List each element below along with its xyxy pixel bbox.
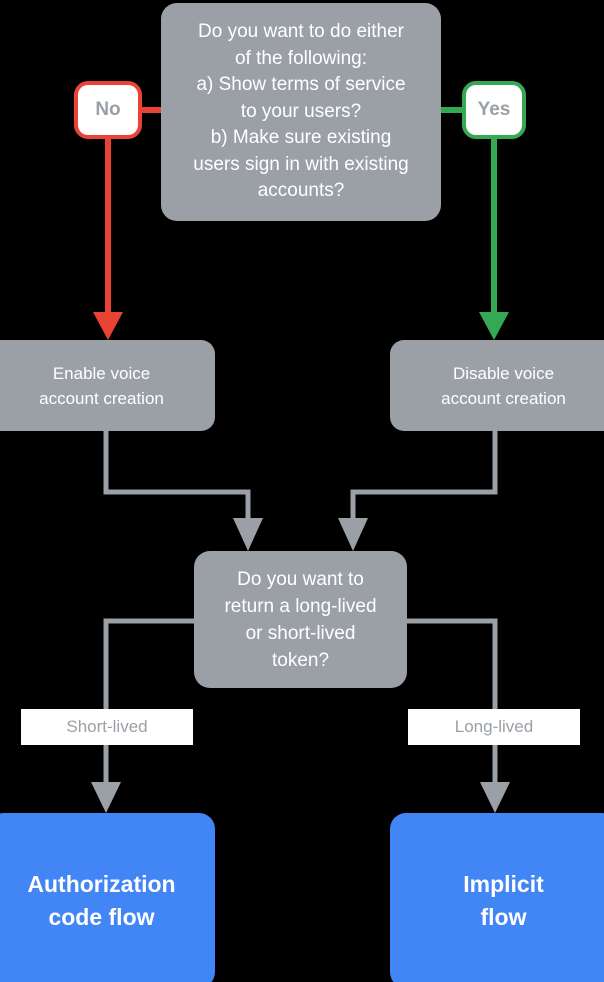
arrowhead-enable-to-token (233, 518, 263, 551)
arrowhead-yes-to-disable (479, 312, 509, 340)
edge-label-long-lived: Long-lived (408, 709, 580, 745)
arrowhead-no-to-enable (93, 312, 123, 340)
decision-node-terms-or-existing-accounts-label: Do you want to do either of the followin… (193, 21, 409, 202)
node-authorization-code-flow-label: Authorization code flow (27, 870, 176, 930)
edge-enable-to-token (103, 431, 251, 522)
node-enable-voice-account-creation[interactable]: Enable voice account creation (0, 340, 215, 431)
edge-label-long-lived-text: Long-lived (454, 717, 534, 736)
arrowhead-disable-to-token (338, 518, 368, 551)
edge-label-short-lived-text: Short-lived (66, 717, 148, 736)
node-implicit-flow-label: Implicit flow (463, 870, 544, 930)
decision-node-token-lifetime-label: Do you want to return a long-lived or sh… (224, 568, 377, 671)
branch-badge-yes[interactable]: Yes (462, 81, 526, 139)
edge-token-to-implicit-flow (407, 618, 498, 786)
edge-disable-to-token (350, 431, 498, 522)
edge-token-to-auth-flow (103, 618, 194, 786)
node-disable-voice-account-creation-label: Disable voice account creation (441, 363, 566, 408)
arrowhead-token-to-implicit-flow (480, 782, 510, 813)
branch-badge-no[interactable]: No (74, 81, 142, 139)
branch-badge-yes-label: Yes (477, 99, 511, 120)
edge-label-short-lived: Short-lived (21, 709, 193, 745)
node-enable-voice-account-creation-label: Enable voice account creation (39, 363, 164, 408)
arrowhead-token-to-auth-flow (91, 782, 121, 813)
node-authorization-code-flow[interactable]: Authorization code flow (0, 813, 215, 982)
node-implicit-flow[interactable]: Implicit flow (390, 813, 604, 982)
branch-badge-no-label: No (95, 99, 121, 120)
node-disable-voice-account-creation[interactable]: Disable voice account creation (390, 340, 604, 431)
decision-node-terms-or-existing-accounts[interactable]: Do you want to do either of the followin… (161, 3, 441, 221)
decision-node-token-lifetime[interactable]: Do you want to return a long-lived or sh… (194, 551, 407, 688)
